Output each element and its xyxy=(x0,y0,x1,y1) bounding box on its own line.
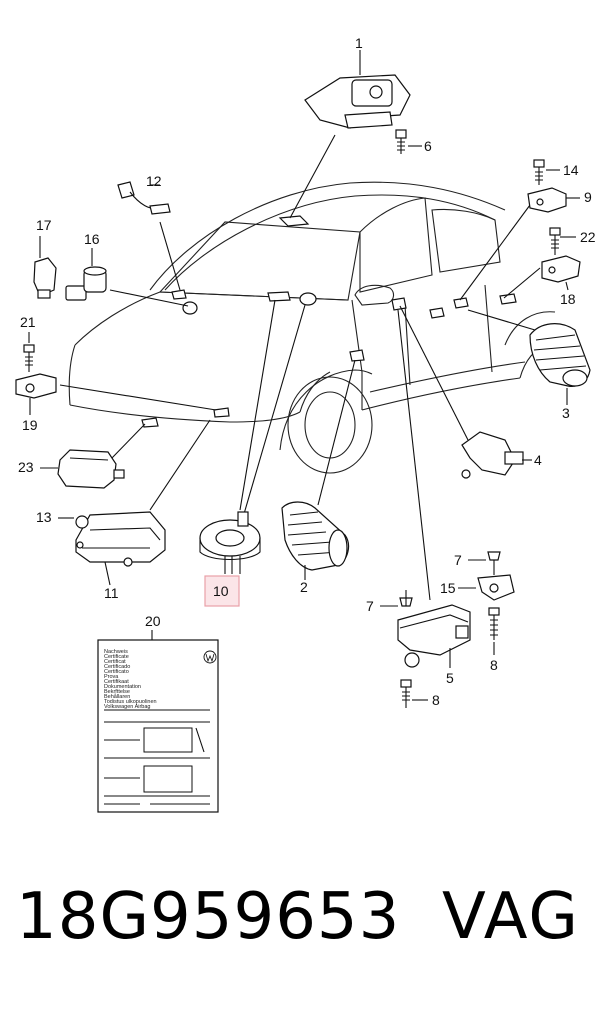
certificate-line: Behållaren xyxy=(104,693,130,700)
part-17-bracket xyxy=(33,236,57,299)
callout-17: 17 xyxy=(36,217,52,233)
callout-11: 11 xyxy=(104,585,119,601)
part-10-clock-spring xyxy=(199,511,261,574)
certificate-line: Prova xyxy=(104,674,119,680)
make: VAG xyxy=(442,880,580,954)
callout-14: 14 xyxy=(563,162,579,178)
callout-8-upper: 8 xyxy=(490,657,498,673)
callout-7-lower: 7 xyxy=(366,598,374,614)
part-9-sensor xyxy=(527,187,580,213)
part-10-highlight-box xyxy=(204,575,240,607)
car-component-markers xyxy=(141,215,517,428)
part-23-sensor-unit xyxy=(40,449,125,489)
certificate-line: Certificate xyxy=(104,654,129,660)
part-12-connector xyxy=(117,181,171,215)
part-3-bellows xyxy=(529,323,591,405)
callout-20: 20 xyxy=(145,613,161,629)
airbag-parts-diagram: NachweisCertificateCertificatCertificado… xyxy=(15,35,596,813)
callout-9: 9 xyxy=(584,189,592,205)
callout-13: 13 xyxy=(36,509,52,525)
part-11-control-unit xyxy=(58,511,166,586)
part-6-bolt xyxy=(395,129,422,154)
certificate-line: Certifikaat xyxy=(104,679,129,685)
callout-6: 6 xyxy=(424,138,432,154)
part-16-sensor xyxy=(65,248,107,301)
callout-19: 19 xyxy=(22,417,38,433)
part-21-bolt xyxy=(23,332,35,372)
certificate-line: Dokumentation xyxy=(104,684,141,690)
part-7-clip-lower xyxy=(380,590,413,607)
part-14-bolt xyxy=(533,159,560,185)
callout-21: 21 xyxy=(20,314,36,330)
part-number: 18G959653 xyxy=(16,880,401,954)
callout-10: 10 xyxy=(213,583,229,599)
certificate-text-lines: NachweisCertificateCertificatCertificado… xyxy=(104,649,157,710)
car-outline xyxy=(68,181,556,474)
callout-2: 2 xyxy=(300,579,308,595)
part-20-certificate: NachweisCertificateCertificatCertificado… xyxy=(97,630,219,813)
part-22-bolt xyxy=(549,227,576,255)
part-8-bolt-upper xyxy=(488,607,500,655)
callout-18: 18 xyxy=(560,291,576,307)
part-5-side-sensor xyxy=(397,604,471,668)
callout-5: 5 xyxy=(446,670,454,686)
callout-1: 1 xyxy=(355,35,363,51)
callout-3: 3 xyxy=(562,405,570,421)
certificate-line: Todistus ulkopuolinen xyxy=(104,699,157,705)
callout-16: 16 xyxy=(84,231,100,247)
callout-15: 15 xyxy=(440,580,456,596)
part-4-sensor xyxy=(461,431,532,479)
callout-22: 22 xyxy=(580,229,596,245)
part-19-crash-sensor xyxy=(15,373,57,415)
part-7-clip-upper xyxy=(468,551,501,575)
callout-12: 12 xyxy=(146,173,162,189)
callout-8-lower: 8 xyxy=(432,692,440,708)
certificate-line: Bekrfttelse xyxy=(104,689,130,695)
part-2-bellows xyxy=(281,501,350,580)
callout-7-upper: 7 xyxy=(454,552,462,568)
part-15-bracket xyxy=(458,574,515,601)
part-18-sensor xyxy=(541,255,581,291)
certificate-line: Nachweis xyxy=(104,649,128,655)
callout-4: 4 xyxy=(534,452,542,468)
callout-23: 23 xyxy=(18,459,34,475)
certificate-line: Certificado xyxy=(104,664,130,670)
caption: 18G959653 VAG xyxy=(0,880,600,990)
part-8-bolt-lower xyxy=(400,679,428,708)
certificate-line: Certificat xyxy=(104,659,126,665)
callout-labels: 1 6 12 17 16 21 19 23 13 11 10 2 20 14 9… xyxy=(18,35,596,708)
part-1-passenger-airbag xyxy=(304,50,411,129)
certificate-line: Certificato xyxy=(104,669,129,675)
certificate-line: Volkswagen Airbag xyxy=(104,704,150,710)
